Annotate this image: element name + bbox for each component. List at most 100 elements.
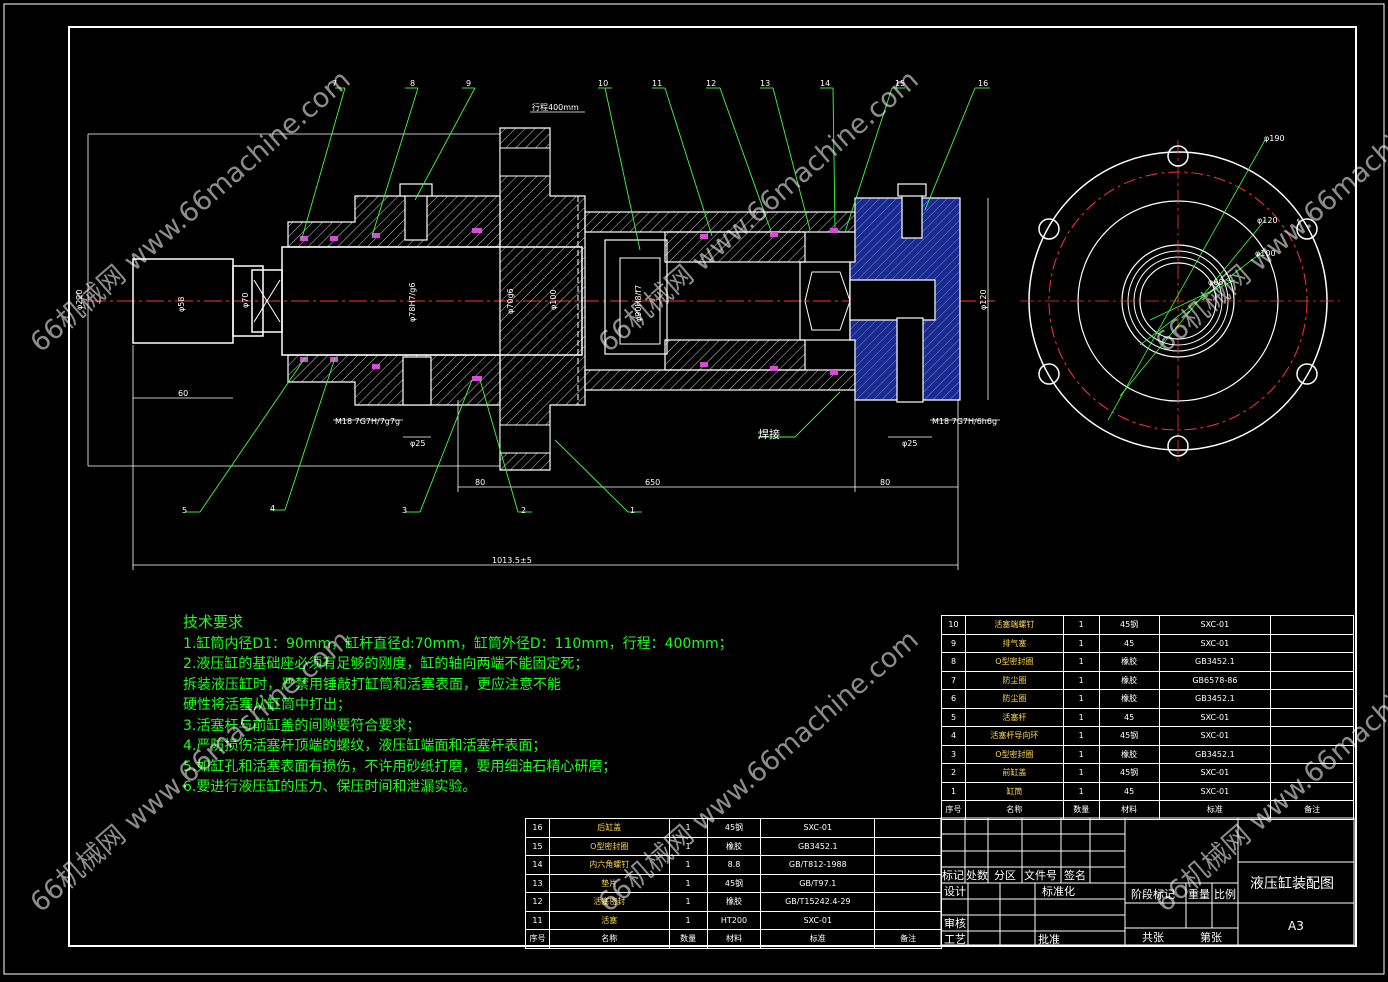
balloon-12: 12 [706,79,716,88]
dim-70g: φ70g6 [506,288,515,314]
tb-doc-no: 文件号 [1024,868,1057,882]
rear-oil-passage [849,279,936,321]
balloon-5: 5 [182,506,187,515]
dim-r100: φ100 [1255,249,1276,258]
tb-standardize: 标准化 [1042,884,1075,898]
flange-hole-top [499,147,551,177]
bom-cell: 45 [1098,781,1160,801]
bom-cell: 1 [1062,652,1100,672]
tech-line: 3.活塞杆与前缸盖的间隙要符合要求； [183,717,421,734]
bom-cell: GB3452.1 [1158,744,1272,764]
weld-label: 焊接 [758,427,780,441]
leader-lines [185,87,990,513]
bom-cell: 5 [941,707,966,727]
bom-cell: SXC-01 [1158,726,1272,746]
dim-80a: 80 [475,478,485,487]
dim-220: φ220 [75,289,84,310]
bom-cell: 45钢 [1098,726,1160,746]
bom-cell: GB6578-86 [1158,670,1272,690]
bom-cell: O型密封圈 [964,744,1064,764]
tech-line: 4.严防损伤活塞杆顶端的螺纹，液压缸端面和活塞杆表面； [183,738,547,754]
bom-cell: GB/T15242.4-29 [760,892,876,912]
bom-cell: 8 [941,652,966,672]
balloon-3: 3 [402,506,407,515]
bom-cell: SXC-01 [1158,763,1272,783]
vent-screw-right [901,191,923,239]
bom-header-cell: 序号 [525,929,550,949]
bom-header-row: 序号名称数量材料标准备注 [941,800,1354,820]
balloon-15: 15 [895,79,905,88]
tb-weight: 重量 [1188,887,1210,901]
bom-cell: SXC-01 [1158,633,1272,653]
piston-top [664,231,806,263]
bom-cell: 9 [941,633,966,653]
bom-cell [874,873,942,893]
tb-count: 处数 [966,869,988,882]
cylinder-wall-bottom [584,369,856,391]
bom-cell: 7 [941,670,966,690]
bom-cell: 橡胶 [1098,744,1160,764]
bom-cell [1270,633,1354,653]
dim-70: φ70 [241,293,250,308]
tb-total: 共张 [1142,931,1164,944]
bom-header-cell: 备注 [1270,800,1354,820]
bom-cell: 橡胶 [1098,670,1160,690]
balloon-10: 10 [598,79,608,88]
piston-nut [604,239,668,355]
bom-cell: SXC-01 [1158,707,1272,727]
bom-cell: GB3452.1 [1158,652,1272,672]
bom-cell: 4 [941,726,966,746]
front-cover-bottom [287,354,501,406]
bom-cell: 防尘圈 [964,689,1064,709]
bom-cell: 1 [668,873,708,893]
screw-hex [804,271,851,331]
bom-header-row: 序号名称数量材料标准备注 [525,929,942,949]
bom-cell [1270,670,1354,690]
balloon-7: 7 [332,79,337,88]
bom-cell: 16 [525,818,550,838]
balloon-1: 1 [630,506,635,515]
bom-cell [1270,652,1354,672]
bom-cell: SXC-01 [760,818,876,838]
dim-r68: φ68 [1208,278,1223,287]
tb-process: 工艺 [944,933,966,946]
bom-cell: 1 [1062,763,1100,783]
bom-header-cell: 名称 [964,800,1064,820]
end-view [1020,139,1340,462]
bom-cell: 3 [941,744,966,764]
dim-650: 650 [645,478,660,487]
bom-cell: 8.8 [706,855,762,875]
bom-header-cell: 数量 [1062,800,1100,820]
bom-header-cell: 数量 [668,929,708,949]
balloon-8: 8 [410,79,415,88]
tb-mark: 标记 [942,868,964,882]
bom-cell: 45钢 [1098,763,1160,783]
bom-cell: GB3452.1 [760,836,876,856]
tb-zone: 分区 [994,869,1016,882]
bom-cell: 45钢 [706,873,762,893]
dim-bore: φ78H7/g6 [408,283,417,322]
bom-header-cell: 材料 [1098,800,1160,820]
oil-port-left [402,356,432,406]
tb-sign: 签名 [1064,868,1086,882]
bom-header-cell: 标准 [1158,800,1272,820]
bom-header-cell: 标准 [760,929,876,949]
seals [300,228,838,381]
sheet-size: A3 [1288,919,1304,933]
bom-cell [1270,615,1354,635]
bom-cell: SXC-01 [1158,615,1272,635]
dim-r120: φ120 [1257,216,1278,225]
bom-cell: 橡胶 [706,836,762,856]
bom-cell [874,892,942,912]
